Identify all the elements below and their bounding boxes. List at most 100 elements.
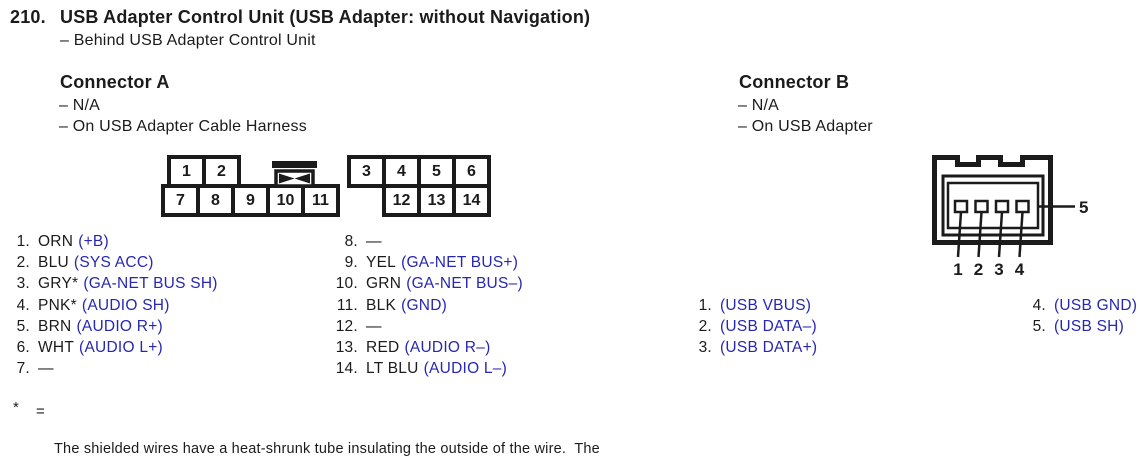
signal-name: (USB VBUS) — [720, 296, 812, 314]
pin-row: 1. ORN(+B) — [4, 231, 218, 252]
pin-row: 1. (USB VBUS) — [686, 295, 817, 316]
signal-name: (+B) — [78, 233, 109, 250]
connector-a-title: Connector A — [60, 72, 170, 92]
signal-name: (GA-NET BUS–) — [406, 275, 523, 293]
signal-name: (USB DATA–) — [720, 317, 817, 335]
pin-row: 5. BRN(AUDIO R+) — [4, 316, 218, 337]
pin-row: 12.— — [332, 316, 523, 337]
wire-color: GRY* — [38, 275, 79, 293]
pin-row: 4. (USB GND) — [1020, 295, 1137, 316]
pin-row: 2. BLU(SYS ACC) — [4, 252, 218, 273]
pin-row-bottom-right: 12 13 14 — [382, 184, 491, 217]
connector-b-note: – On USB Adapter — [738, 118, 873, 135]
pin-number: 14. — [335, 360, 358, 378]
pin-cell: 13 — [417, 184, 456, 217]
wire-color: PNK* — [38, 296, 77, 314]
pin-callout-label: 1 — [953, 260, 962, 279]
pin-callout-label: 3 — [994, 260, 1003, 279]
pin-row: 3. GRY*(GA-NET BUS SH) — [4, 273, 218, 294]
pin-number: 3. — [16, 275, 30, 293]
wire-color: WHT — [38, 338, 75, 356]
pin-number: 7. — [16, 360, 30, 378]
footnote-text: The shielded wires have a heat-shrunk tu… — [54, 401, 622, 462]
wire-color: BLU — [38, 254, 69, 272]
wire-color: LT BLU — [366, 360, 419, 378]
pin-row-bottom-left: 7 8 9 10 11 — [161, 184, 340, 217]
pin-row: 6.WHT(AUDIO L+) — [4, 337, 218, 358]
signal-name: (GND) — [401, 296, 448, 314]
wire-color: GRN — [366, 275, 402, 293]
connector-b-pin-list-left: 1. (USB VBUS) 2. (USB DATA–) 3. (USB DATA+) — [686, 295, 818, 359]
connector-a-note: – On USB Adapter Cable Harness — [59, 118, 307, 135]
pin-number: 2. — [698, 317, 712, 335]
pin-number: 10. — [335, 275, 358, 293]
signal-name: (GA-NET BUS+) — [401, 254, 519, 272]
signal-name: (AUDIO R–) — [404, 338, 491, 356]
signal-name: (USB SH) — [1054, 317, 1125, 335]
pin-number: 1. — [16, 233, 30, 250]
connector-a-pin-list-right: 8.— 9.YEL(GA-NET BUS+) 10.GRN(GA-NET BUS… — [332, 231, 523, 379]
connector-b-diagram: 1 2 3 4 5 — [932, 155, 1088, 279]
pin-callout-line — [977, 211, 983, 258]
wire-color: ORN — [38, 233, 74, 250]
pin-number: 2. — [16, 254, 30, 272]
pin-row: 5.(USB SH) — [1020, 316, 1137, 337]
pin-callout-line — [956, 211, 963, 258]
signal-name: (AUDIO L–) — [423, 360, 508, 378]
signal-name: (USB GND) — [1054, 296, 1138, 314]
pin-number: 1. — [698, 296, 712, 314]
pin-cell: 3 — [347, 155, 386, 188]
wire-color: BLK — [366, 296, 397, 314]
usb-contact — [953, 199, 969, 214]
pin-cell: 11 — [301, 184, 340, 217]
usb-contact — [994, 199, 1010, 214]
pin-number: 4. — [16, 296, 30, 314]
signal-name: (AUDIO SH) — [81, 296, 170, 314]
pin-number: 4. — [1032, 296, 1046, 314]
pin-callout-line — [1018, 211, 1024, 258]
pin-cell: 14 — [452, 184, 491, 217]
pin-row: 11. BLK(GND) — [332, 295, 523, 316]
wire-color: RED — [366, 338, 400, 356]
pin-cell: 10 — [266, 184, 305, 217]
footnote-equals: = — [36, 403, 45, 420]
wire-color: — — [38, 360, 54, 378]
signal-name: (AUDIO L+) — [79, 338, 163, 356]
pin-row: 3. (USB DATA+) — [686, 337, 818, 358]
connector-a-note: – N/A — [59, 97, 101, 114]
pin-number: 9. — [344, 254, 358, 272]
pin-callout-label: 4 — [1015, 260, 1025, 279]
pin-row: 9.YEL(GA-NET BUS+) — [332, 252, 523, 273]
pin-cell: 8 — [196, 184, 235, 217]
pin-cell: 12 — [382, 184, 421, 217]
pin-cell: 9 — [231, 184, 270, 217]
signal-name: (SYS ACC) — [73, 254, 154, 272]
usb-contact — [1015, 199, 1030, 214]
pin-callout-line — [997, 211, 1004, 258]
pin-row: 8. — — [332, 231, 523, 252]
pin-number: 12. — [335, 317, 358, 335]
pin-row: 2. (USB DATA–) — [686, 316, 817, 337]
wire-color: BRN — [38, 317, 72, 335]
signal-name: (USB DATA+) — [720, 338, 818, 356]
pin-number: 8. — [344, 233, 358, 250]
signal-name: (GA-NET BUS SH) — [83, 275, 218, 293]
usb-contact — [974, 199, 989, 214]
pin-number: 3. — [698, 338, 712, 356]
pin-number: 11. — [336, 296, 358, 314]
pin-row-top-right: 3 4 5 6 — [347, 155, 491, 188]
pin-callout-label: 2 — [974, 260, 983, 279]
pin-cell: 7 — [161, 184, 200, 217]
wire-color: — — [366, 233, 382, 250]
pin-row: 13. RED(AUDIO R–) — [332, 337, 523, 358]
page-subtitle: – Behind USB Adapter Control Unit — [60, 32, 316, 49]
signal-name: (AUDIO R+) — [76, 317, 163, 335]
pin-number: 13. — [335, 338, 358, 356]
pin-number: 5. — [16, 317, 30, 335]
section-number: 210. — [10, 7, 46, 27]
pin-cell: 5 — [417, 155, 456, 188]
pin-row: 14. LT BLU(AUDIO L–) — [332, 358, 523, 379]
connector-a-pin-list-left: 1. ORN(+B) 2. BLU(SYS ACC) 3. GRY*(GA-NET B… — [4, 231, 218, 379]
connector-latch-icon — [272, 161, 317, 188]
